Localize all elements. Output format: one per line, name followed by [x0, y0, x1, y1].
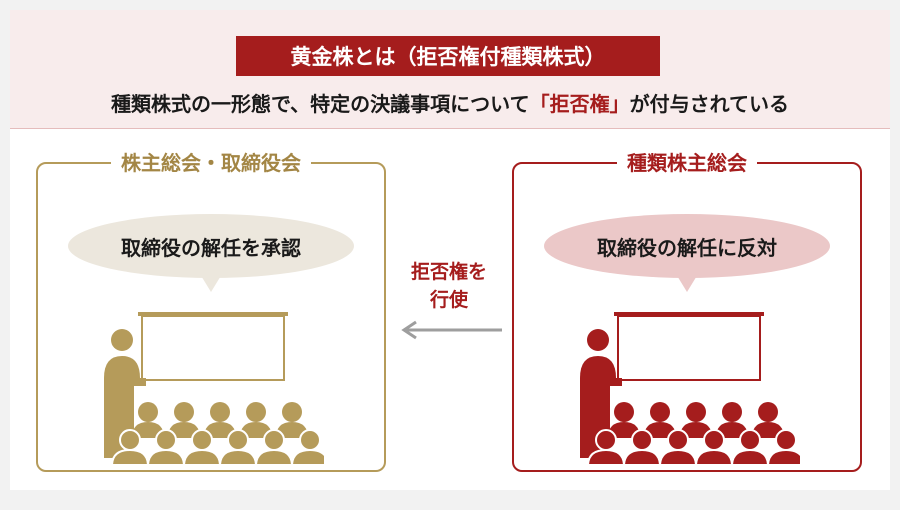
subtitle-before: 種類株式の一形態で、特定の決議事項について: [110, 92, 530, 116]
panel-title-left: 株主総会・取締役会: [38, 149, 384, 177]
arrow-left-icon: [401, 320, 502, 340]
veto-label-line2: 行使: [429, 289, 468, 311]
bubble-text-right: 取締役の解任に反対: [597, 235, 777, 260]
audience-and-podium-icon: [104, 312, 324, 464]
subtitle-highlight: 「拒否権」: [529, 92, 630, 116]
header-band: 黄金株とは（拒否権付種類株式） 種類株式の一形態で、特定の決議事項について「拒否…: [10, 10, 890, 129]
panel-title-right: 種類株主総会: [514, 149, 860, 177]
panel-shareholders-meeting: 株主総会・取締役会 取締役の解任を承認: [36, 151, 386, 472]
veto-label-line1: 拒否権を: [410, 261, 487, 283]
bubble-text-left: 取締役の解任を承認: [121, 235, 301, 260]
subtitle-after: が付与されている: [629, 92, 789, 116]
meeting-illustration-right: [580, 312, 800, 464]
audience-and-podium-icon: [580, 312, 800, 464]
panel-class-shareholders-meeting: 種類株主総会 取締役の解任に反対: [512, 151, 862, 472]
meeting-illustration-left: [104, 312, 324, 464]
speech-bubble-right: [544, 214, 830, 292]
speech-bubble-left: [68, 214, 354, 292]
veto-label: 拒否権を 行使: [386, 258, 512, 314]
subtitle: 種類株式の一形態で、特定の決議事項について「拒否権」が付与されている: [10, 88, 890, 117]
title-badge: 黄金株とは（拒否権付種類株式）: [236, 36, 660, 76]
diagram-canvas: 黄金株とは（拒否権付種類株式） 種類株式の一形態で、特定の決議事項について「拒否…: [10, 10, 890, 490]
